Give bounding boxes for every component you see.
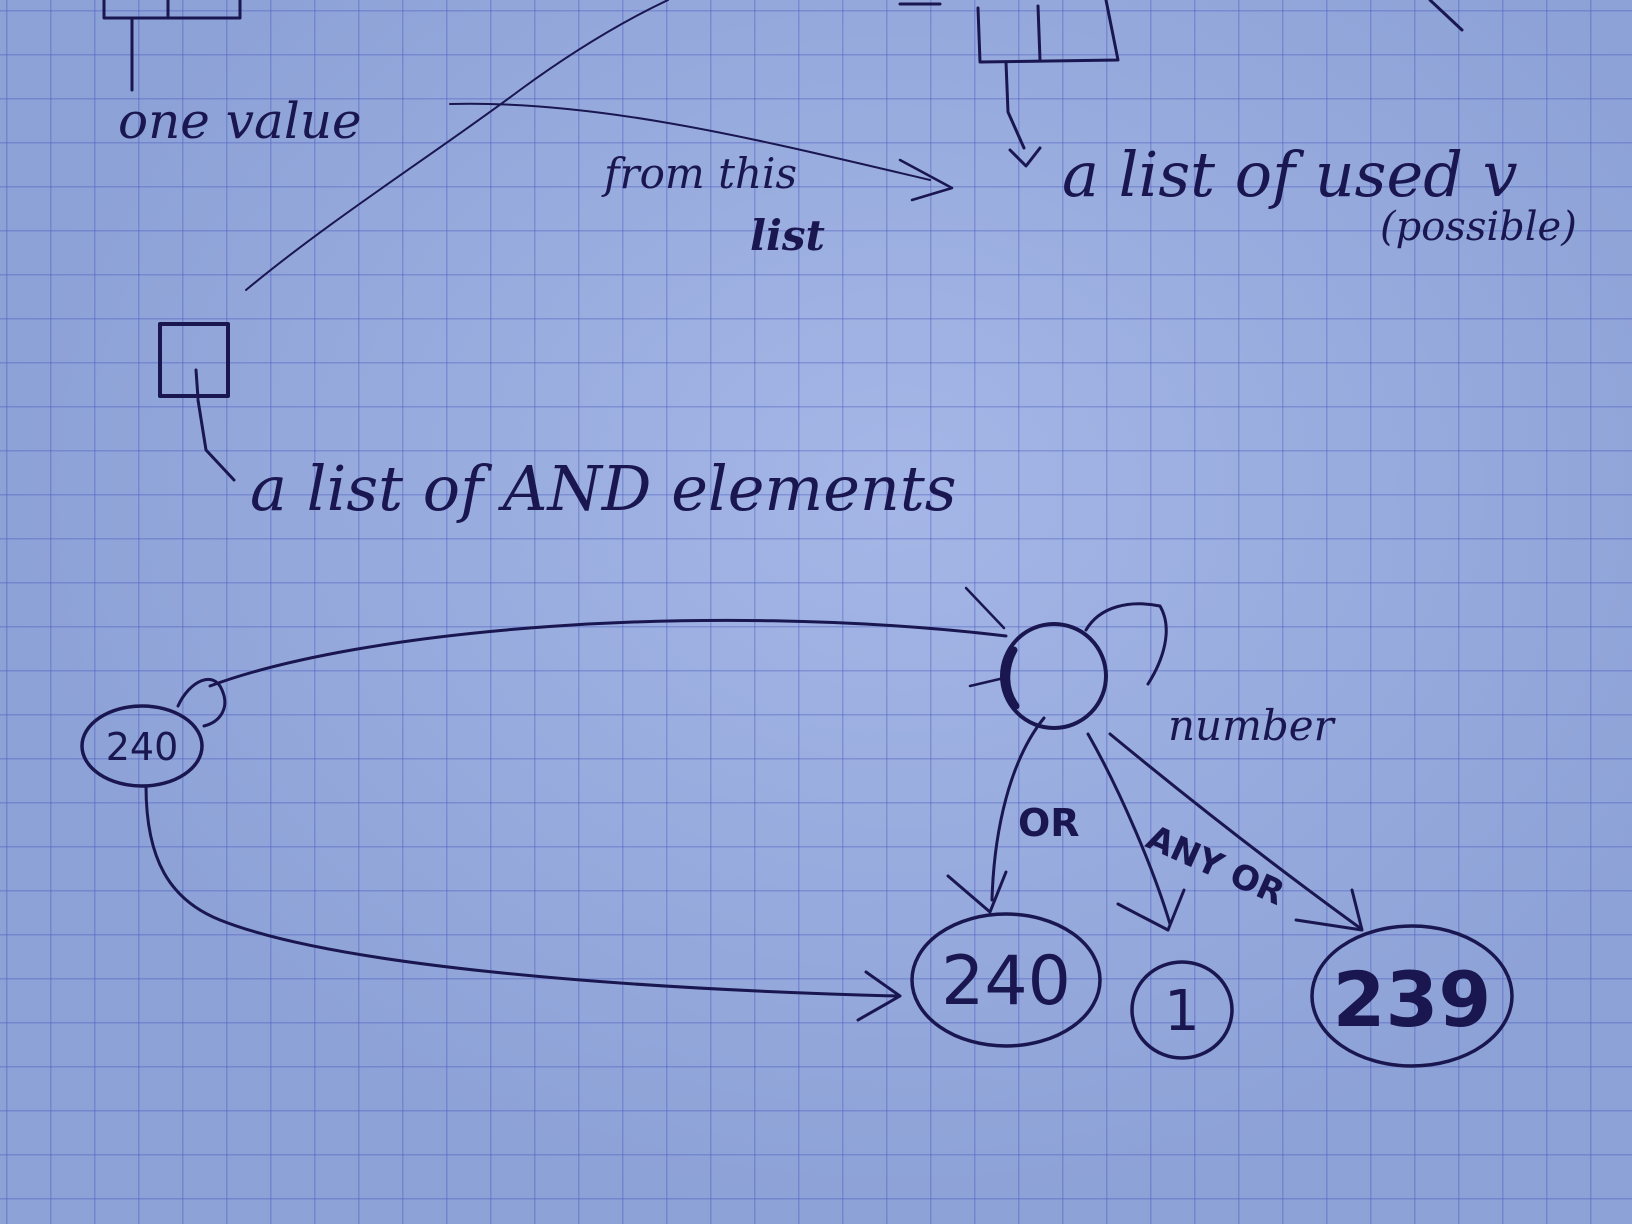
- top-right-box: [898, 0, 1464, 168]
- or-label: OR: [1018, 801, 1080, 845]
- left-node-value: 240: [106, 725, 179, 769]
- any-or-arrow-1: [1086, 732, 1172, 926]
- child-node-1: 1: [1130, 960, 1234, 1060]
- top-left-box: [102, 0, 242, 92]
- top-curve: [208, 618, 1008, 688]
- number-circle: [964, 586, 1168, 730]
- and-elements-label: a list of AND elements: [250, 452, 957, 525]
- one-value-label: one value: [118, 92, 362, 150]
- and-list-box: [158, 322, 236, 482]
- left-node-240: 240: [80, 677, 227, 788]
- possible-label: (possible): [1380, 204, 1577, 250]
- used-values-label: a list of used v: [1062, 138, 1518, 211]
- child-239-value: 239: [1333, 955, 1492, 1044]
- from-list-arrow: [449, 102, 931, 181]
- child-240-value: 240: [941, 942, 1071, 1021]
- list-word-label: list: [750, 211, 825, 260]
- bottom-curve: [144, 784, 898, 998]
- child-node-240: 240: [910, 912, 1102, 1048]
- child-1-value: 1: [1164, 979, 1200, 1044]
- or-arrow: [990, 716, 1046, 902]
- child-node-239: 239: [1310, 924, 1514, 1068]
- number-label: number: [1168, 701, 1337, 750]
- from-this-label: from this: [601, 149, 797, 198]
- any-or-arrow-2: [1108, 732, 1362, 930]
